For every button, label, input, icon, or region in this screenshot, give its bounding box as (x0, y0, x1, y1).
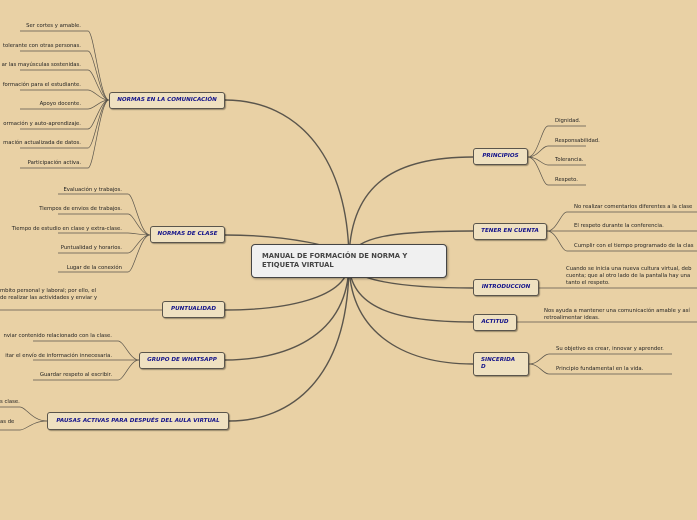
edge-comunicacion-leaf-1 (20, 30, 110, 101)
leaf-comunicacion-4: formación para el estudiante. (2, 82, 81, 88)
leaf-clase-4: Puntualidad y horarios. (60, 245, 122, 251)
leaf-whatsapp-1: nviar contenido relacionado con la clase… (3, 333, 112, 339)
edge-comunicacion-leaf-2 (20, 50, 110, 101)
edge-comunicacion-leaf-3 (20, 69, 110, 101)
edge-principios (348, 156, 474, 263)
leaf-pausas-1: s clase. (0, 399, 20, 405)
central-topic-title: MANUAL DE FORMACIÓN DE NORMA Y ETIQUETA … (262, 252, 408, 270)
leaf-introduccion-1: Cuando se inicia una nueva cultura virtu… (566, 266, 692, 286)
leaf-pausas-2: as de (0, 419, 15, 425)
leaf-comunicacion-7: mación actualizada de datos. (3, 140, 81, 146)
edge-clase-leaf-1 (58, 193, 151, 236)
edge-pausas-leaf-1 (0, 406, 48, 422)
topic-grupo-whatsapp[interactable]: GRUPO DE WHATSAPP (139, 352, 225, 369)
topic-label: PUNTUALIDAD (170, 306, 217, 313)
edge-clase-leaf-3 (58, 232, 151, 236)
leaf-tener-2: El respeto durante la conferencia. (574, 223, 664, 229)
leaf-comunicacion-3: ar las mayúsculas sostenidas. (1, 62, 81, 68)
leaf-whatsapp-2: itar el envío de información innecesaria… (5, 353, 112, 359)
topic-principios[interactable]: PRINCIPIOS (473, 148, 528, 165)
edge-sinceridad-leaf-2 (528, 363, 672, 375)
edge-pausas-leaf-2 (0, 420, 48, 431)
topic-puntualidad[interactable]: PUNTUALIDAD (162, 301, 225, 318)
topic-sinceridad[interactable]: SINCERIDA D (473, 352, 529, 376)
leaf-puntualidad-1: mbito personal y laboral; por ello, el d… (0, 288, 98, 301)
edge-whatsapp (224, 261, 350, 361)
edge-principios-leaf-4 (527, 156, 586, 186)
topic-label: SINCERIDA D (481, 357, 516, 370)
leaf-clase-5: Lugar de la conexión (66, 265, 122, 271)
leaf-whatsapp-3: Guardar respeto al escribir. (39, 372, 112, 378)
edge-tener-leaf-3 (546, 230, 697, 252)
edge-clase-leaf-2 (58, 213, 151, 236)
topic-label: GRUPO DE WHATSAPP (147, 357, 217, 364)
edge-comunicacion-leaf-5 (20, 99, 110, 110)
leaf-comunicacion-2: tolerante con otras personas. (2, 43, 81, 49)
edge-comunicacion-leaf-4 (20, 89, 110, 101)
edge-pausas (228, 261, 350, 422)
edge-comunicacion-leaf-8 (20, 99, 110, 169)
edge-whatsapp-leaf-3 (33, 359, 140, 381)
edge-comunicacion (224, 99, 350, 263)
topic-tener-en-cuenta[interactable]: TENER EN CUENTA (473, 223, 547, 240)
topic-actitud[interactable]: ACTITUD (473, 314, 517, 331)
leaf-principios-3: Tolerancia. (555, 157, 584, 163)
leaf-comunicacion-8: Participación activa. (27, 160, 81, 166)
leaf-clase-2: Tiempos de envios de trabajos. (39, 206, 122, 212)
topic-label: NORMAS DE CLASE (157, 231, 218, 238)
topic-normas-comunicacion[interactable]: NORMAS EN LA COMUNICACIÓN (109, 92, 225, 109)
topic-label: NORMAS EN LA COMUNICACIÓN (117, 97, 217, 104)
edge-clase-leaf-5 (58, 234, 151, 273)
leaf-clase-3: Tiempo de estudio en clase y extra-clase… (11, 226, 122, 232)
leaf-clase-1: Evaluación y trabajos. (63, 187, 122, 193)
leaf-sinceridad-2: Principio fundamental en la vida. (556, 366, 644, 372)
topic-label: ACTITUD (481, 319, 509, 326)
topic-label: INTRODUCCION (481, 284, 531, 291)
topic-label: TENER EN CUENTA (481, 228, 539, 235)
leaf-tener-1: No realizar comentarios diferentes a la … (574, 204, 693, 210)
leaf-sinceridad-1: Su objetivo es crear, innovar y aprender… (556, 346, 664, 352)
topic-pausas-activas[interactable]: PAUSAS ACTIVAS PARA DESPUÉS DEL AULA VIR… (47, 412, 229, 430)
leaf-tener-3: Cumplir con el tiempo programado de la c… (574, 243, 694, 249)
topic-label: PRINCIPIOS (482, 153, 519, 160)
leaf-principios-1: Dignidad. (555, 118, 581, 124)
edge-principios-leaf-3 (527, 156, 586, 166)
topic-introduccion[interactable]: INTRODUCCION (473, 279, 539, 296)
edge-sinceridad-leaf-1 (528, 353, 672, 365)
edge-principios-leaf-1 (527, 125, 586, 158)
edge-sinceridad (348, 261, 474, 365)
topic-label: PAUSAS ACTIVAS PARA DESPUÉS DEL AULA VIR… (56, 417, 220, 424)
central-topic[interactable]: MANUAL DE FORMACIÓN DE NORMA Y ETIQUETA … (251, 244, 447, 278)
leaf-comunicacion-1: Ser cortes y amable. (26, 23, 81, 29)
leaf-principios-4: Respeto. (555, 177, 578, 183)
edge-principios-leaf-2 (527, 145, 586, 158)
leaf-comunicacion-5: Apoyo docente. (39, 101, 81, 107)
edge-whatsapp-leaf-1 (33, 340, 140, 361)
leaf-principios-2: Responsabilidad. (555, 138, 600, 144)
edge-tener-leaf-1 (546, 211, 697, 232)
edge-clase-leaf-4 (58, 234, 151, 254)
leaf-actitud-1: Nos ayuda a mantener una comunicación am… (544, 308, 690, 321)
topic-normas-clase[interactable]: NORMAS DE CLASE (150, 226, 225, 243)
leaf-comunicacion-6: ormación y auto-aprendizaje. (3, 121, 81, 127)
